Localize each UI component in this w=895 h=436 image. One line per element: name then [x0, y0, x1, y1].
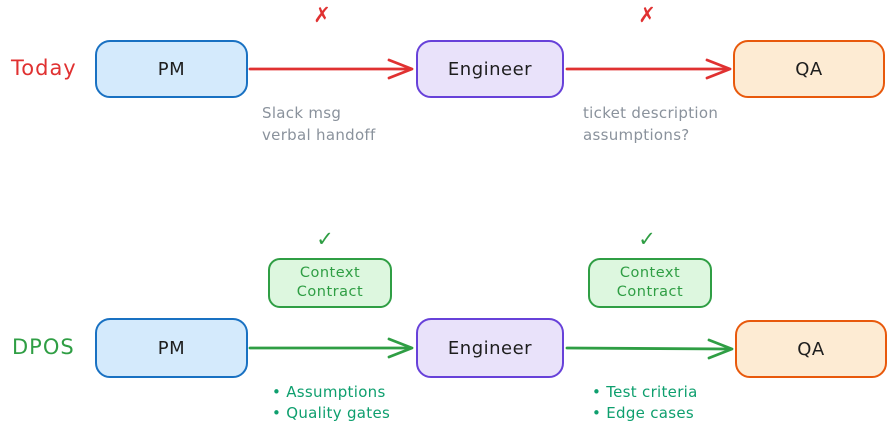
- node-dpos-qa: QA: [735, 320, 887, 378]
- contract-line: Context: [299, 265, 361, 281]
- row-label-dpos: DPOS: [12, 335, 75, 359]
- bullet-item: • Edge cases: [592, 404, 695, 422]
- bullet-list-dpos-1: • Assumptions • Quality gates: [272, 382, 390, 424]
- note-line: ticket description: [583, 104, 719, 122]
- contract-line: Contract: [616, 284, 684, 300]
- note-line: Slack msg: [262, 104, 342, 122]
- arrow-dpos-pm-to-engineer: [248, 337, 414, 359]
- x-mark-icon: ✗: [313, 3, 331, 27]
- note-line: verbal handoff: [262, 125, 376, 144]
- check-mark-icon: ✓: [316, 227, 334, 251]
- context-contract-box-1: Context Contract: [268, 258, 392, 308]
- bullet-item: • Quality gates: [272, 404, 391, 422]
- x-mark-icon: ✗: [638, 3, 656, 27]
- check-mark-icon: ✓: [638, 227, 656, 251]
- context-contract-box-2: Context Contract: [588, 258, 712, 308]
- contract-line: Contract: [296, 284, 364, 300]
- row-label-today: Today: [11, 56, 77, 80]
- node-today-engineer: Engineer: [416, 40, 564, 98]
- node-dpos-engineer-label: Engineer: [447, 337, 533, 359]
- node-today-qa-label: QA: [795, 58, 823, 80]
- node-dpos-pm: PM: [95, 318, 248, 378]
- arrow-today-pm-to-engineer: [248, 58, 414, 80]
- node-dpos-qa-label: QA: [797, 338, 825, 360]
- bullet-list-dpos-2: • Test criteria • Edge cases: [592, 382, 698, 424]
- node-today-pm-label: PM: [157, 58, 186, 80]
- node-today-engineer-label: Engineer: [447, 58, 533, 80]
- node-dpos-engineer: Engineer: [416, 318, 564, 378]
- contract-line: Context: [619, 265, 681, 281]
- node-today-pm: PM: [95, 40, 248, 98]
- node-dpos-pm-label: PM: [157, 337, 186, 359]
- node-today-qa: QA: [733, 40, 885, 98]
- note-today-handoff-1: Slack msg verbal handoff: [262, 103, 376, 146]
- bullet-item: • Assumptions: [272, 383, 386, 401]
- note-line: assumptions?: [583, 125, 690, 144]
- arrow-dpos-engineer-to-qa: [565, 338, 734, 360]
- arrow-today-engineer-to-qa: [565, 58, 732, 80]
- bullet-item: • Test criteria: [592, 383, 698, 401]
- note-today-handoff-2: ticket description assumptions?: [583, 103, 718, 146]
